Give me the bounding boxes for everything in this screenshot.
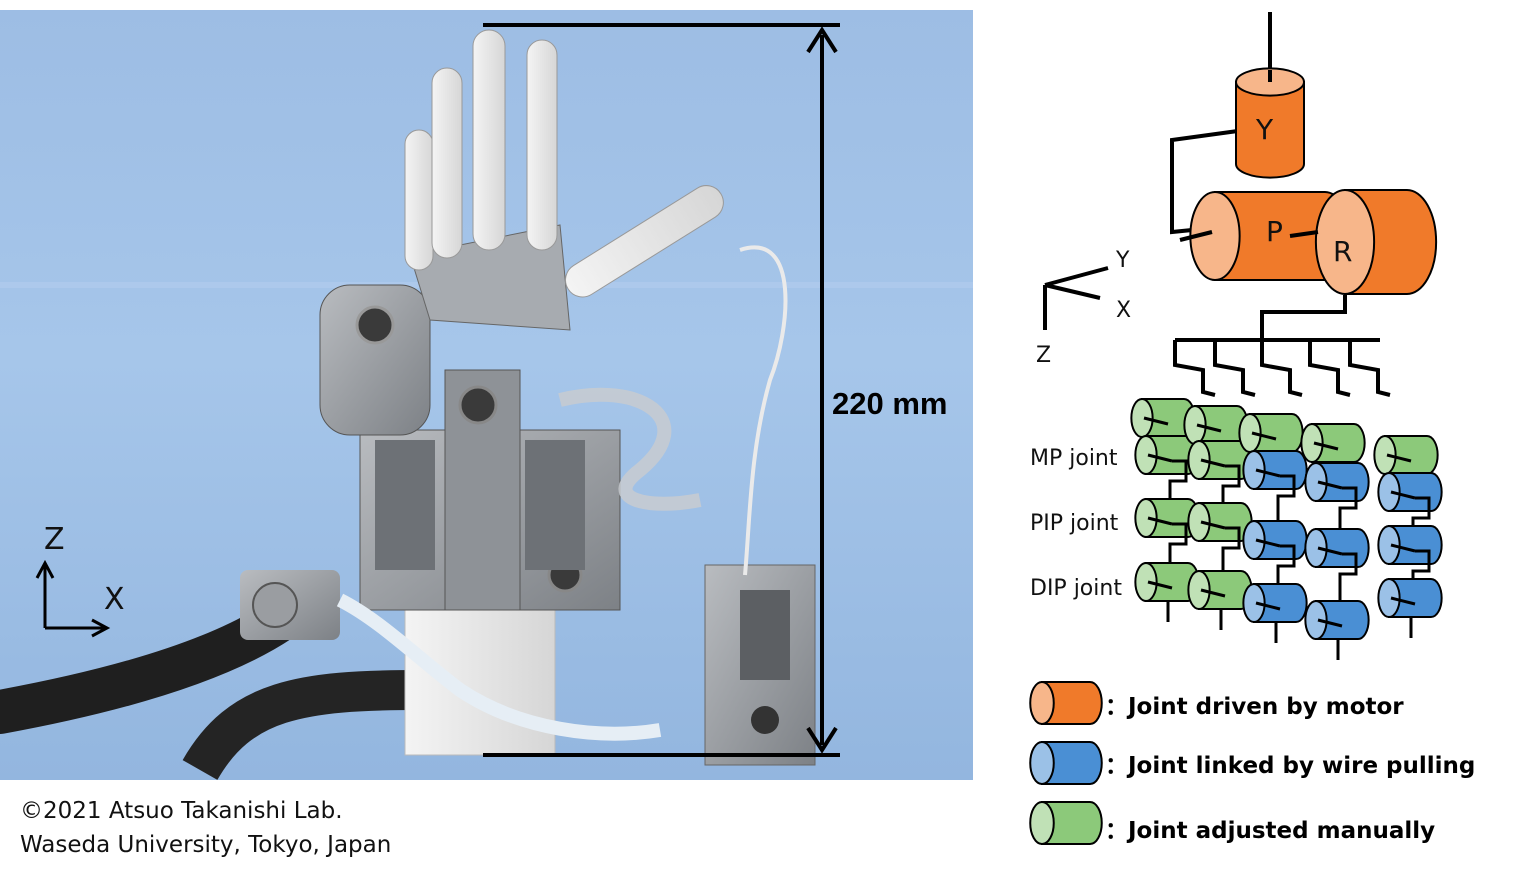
frame-z-label: Z bbox=[1036, 343, 1052, 368]
finger-link bbox=[1276, 474, 1296, 520]
finger-joint bbox=[1304, 462, 1370, 502]
legend-text: ：Joint linked by wire pulling bbox=[1105, 753, 1476, 779]
yaw-label: Y bbox=[1256, 113, 1274, 146]
finger-abduction-joint bbox=[1183, 405, 1249, 445]
ribbon-cable bbox=[558, 387, 702, 511]
finger-abduction-joint bbox=[1130, 398, 1196, 438]
finger-middle bbox=[472, 29, 506, 251]
base-block bbox=[404, 609, 556, 756]
finger-abduction-joint bbox=[1300, 423, 1366, 463]
credit-line-1: ©2021 Atsuo Takanishi Lab. bbox=[20, 798, 343, 824]
finger-link bbox=[1221, 464, 1241, 502]
finger-joint bbox=[1187, 502, 1253, 542]
finger-index bbox=[526, 39, 558, 251]
finger-link bbox=[1276, 544, 1296, 583]
upper-motor bbox=[319, 284, 431, 436]
photo-z-label: Z bbox=[44, 522, 65, 557]
finger-joint bbox=[1134, 562, 1200, 602]
legend-text: ：Joint adjusted manually bbox=[1105, 818, 1436, 844]
pitch-label: P bbox=[1266, 215, 1283, 248]
legend-swatch bbox=[1029, 681, 1103, 725]
joint-row-label: PIP joint bbox=[1030, 511, 1119, 536]
finger-joint bbox=[1187, 440, 1253, 480]
finger-joint bbox=[1242, 520, 1308, 560]
legend-swatch bbox=[1029, 741, 1103, 785]
hose-lower bbox=[182, 670, 421, 780]
finger-link bbox=[1168, 522, 1188, 562]
finger-joint bbox=[1187, 570, 1253, 610]
distribution-link bbox=[1260, 340, 1303, 397]
photo-x-label: X bbox=[104, 582, 125, 617]
joint-row-label: DIP joint bbox=[1030, 576, 1122, 601]
distribution-link bbox=[1308, 340, 1351, 397]
distribution-link bbox=[1348, 340, 1391, 397]
finger-link bbox=[1411, 496, 1431, 525]
finger-joint bbox=[1242, 450, 1308, 490]
frame-y-label: Y bbox=[1116, 248, 1130, 273]
finger-joint bbox=[1377, 525, 1443, 565]
credit-line-2: Waseda University, Tokyo, Japan bbox=[20, 832, 392, 858]
finger-link bbox=[1168, 459, 1188, 498]
finger-ring bbox=[431, 67, 463, 259]
distribution-link bbox=[1173, 340, 1216, 397]
finger-joint bbox=[1304, 600, 1370, 640]
finger-joint bbox=[1134, 498, 1200, 538]
finger-link bbox=[1338, 486, 1358, 528]
finger-little bbox=[404, 129, 434, 271]
finger-joint bbox=[1377, 578, 1443, 618]
finger-abduction-joint bbox=[1238, 413, 1304, 453]
finger-thumb bbox=[565, 185, 724, 298]
finger-link bbox=[1338, 552, 1358, 600]
finger-abduction-joint bbox=[1373, 435, 1439, 475]
legend-swatch bbox=[1029, 801, 1103, 845]
spiral-tube bbox=[336, 593, 662, 741]
finger-link bbox=[1221, 526, 1241, 570]
dimension-label: 220 mm bbox=[832, 386, 948, 421]
joint-row-label: MP joint bbox=[1030, 446, 1118, 471]
finger-joint bbox=[1242, 583, 1308, 623]
finger-joint bbox=[1304, 528, 1370, 568]
roll-label: R bbox=[1333, 235, 1353, 268]
finger-link bbox=[1411, 549, 1431, 578]
frame-x-label: X bbox=[1116, 298, 1132, 323]
finger-joint bbox=[1377, 472, 1443, 512]
robot-hand-photo bbox=[0, 10, 973, 780]
thumb-wire bbox=[739, 245, 788, 576]
finger-joint bbox=[1134, 435, 1200, 475]
distribution-link bbox=[1213, 340, 1256, 397]
pitch-roll-shaft bbox=[1289, 230, 1319, 238]
legend-text: ：Joint driven by motor bbox=[1105, 694, 1404, 720]
